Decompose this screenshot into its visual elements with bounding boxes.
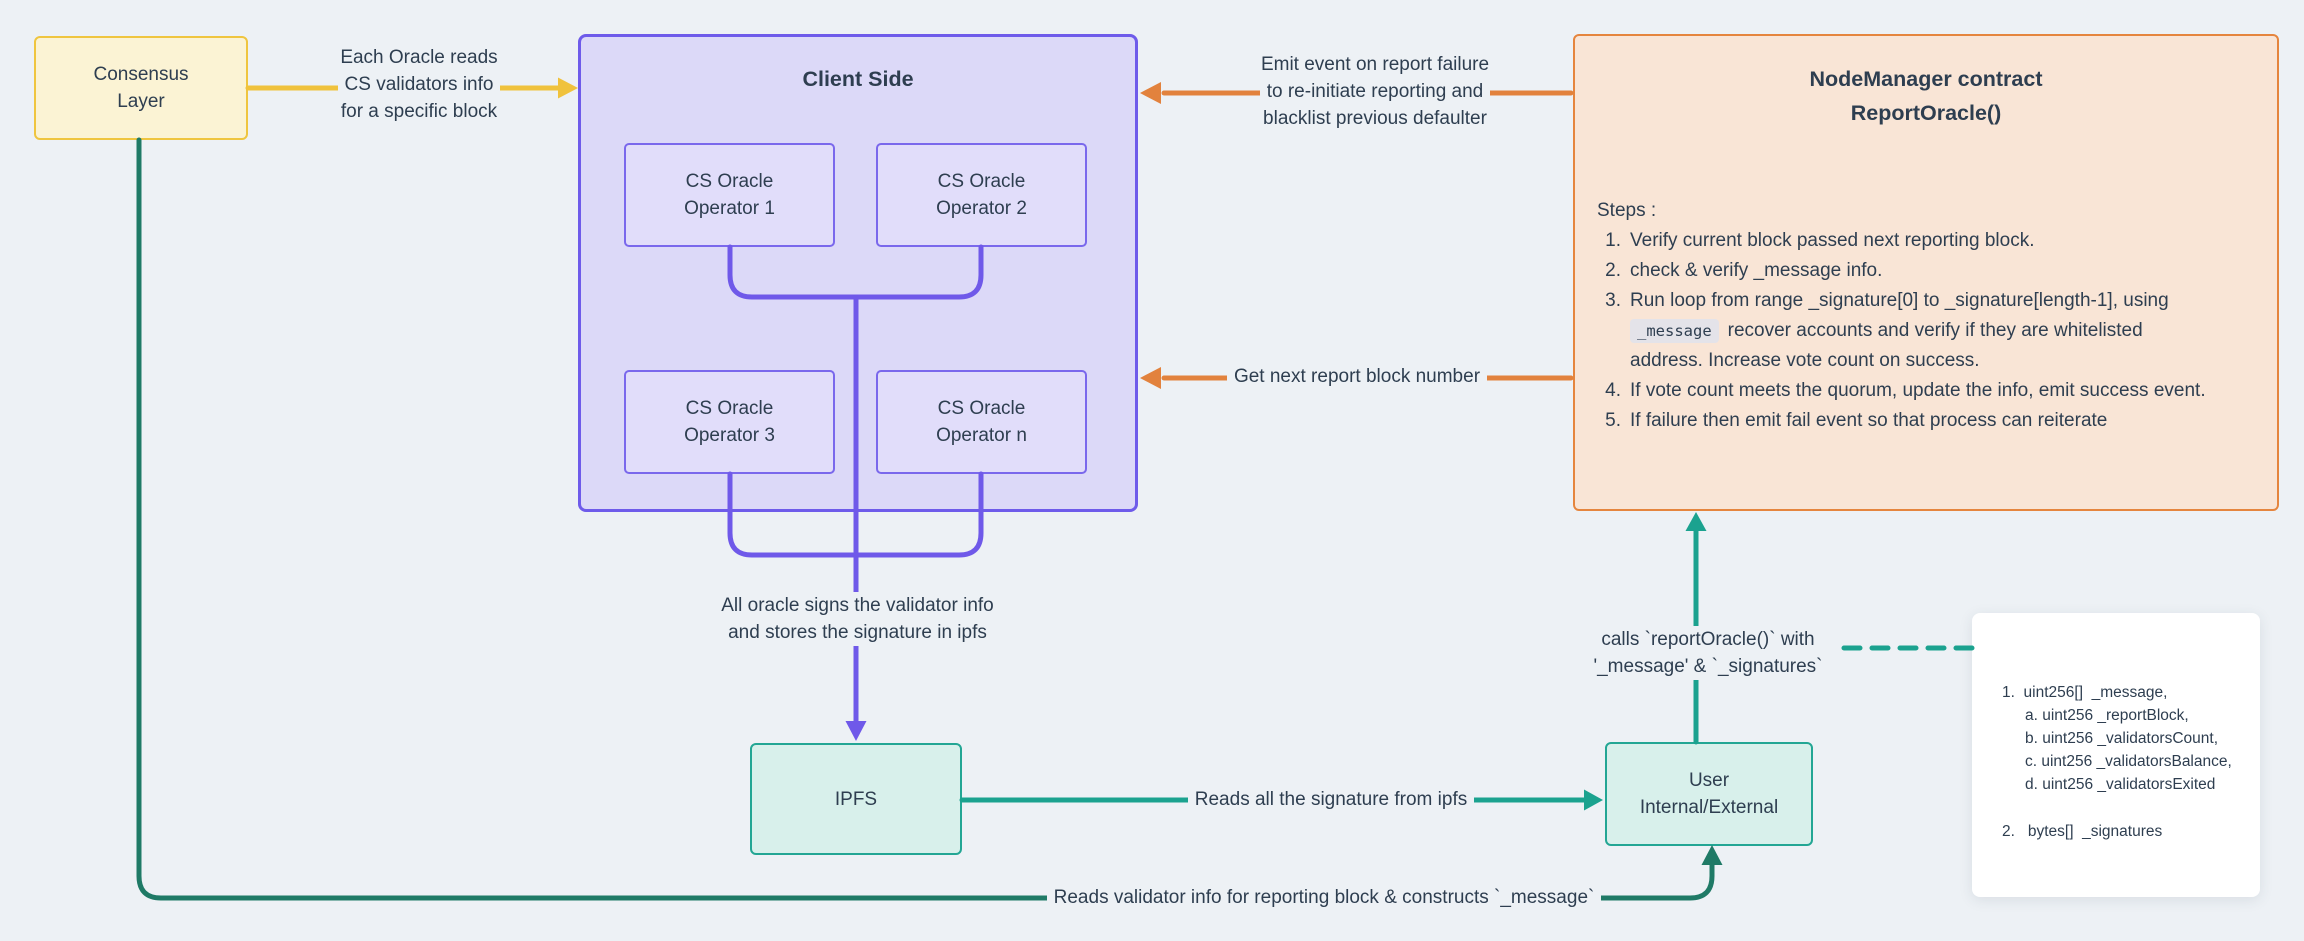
connector-operator-n	[853, 471, 984, 558]
consensus-edge-line1: Each Oracle reads	[333, 44, 505, 71]
edge-label-calls-reportoracle: calls `reportOracle()` with '_message' &…	[1574, 626, 1842, 680]
step-2-number: 2.	[1605, 260, 1621, 281]
arrowhead-ipfs-to-user	[1584, 789, 1603, 811]
operator-n-line2: Operator n	[936, 425, 1027, 446]
client-side-title: Client Side	[802, 67, 914, 91]
edge-label-reads-validator-info: Reads validator info for reporting block…	[1030, 884, 1618, 911]
step-3-text-line1: Run loop from range _signature[0] to _si…	[1630, 290, 2169, 311]
emit-event-line3: blacklist previous defaulter	[1256, 105, 1494, 132]
calls-reportoracle-line1: calls `reportOracle()` with	[1594, 626, 1822, 653]
client-side-box: Client Side CS Oracle Operator 1 CS Orac…	[578, 34, 1138, 512]
param-sub-b: b. uint256 _validatorsCount,	[2025, 730, 2219, 747]
cs-oracle-operator-2-box: CS Oracle Operator 2	[876, 143, 1087, 247]
steps-heading: Steps :	[1597, 200, 1657, 221]
param-sub-c: c. uint256 _validatorsBalance,	[2025, 753, 2232, 770]
emit-event-line1: Emit event on report failure	[1253, 51, 1497, 78]
user-label-line2: Internal/External	[1639, 797, 1779, 818]
operator-1-line1: CS Oracle	[685, 171, 774, 192]
param-item-1: 1. uint256[] _message,	[2002, 684, 2168, 701]
consensus-layer-label-line2: Layer	[117, 91, 165, 112]
arrowhead-consensus-to-user	[1701, 845, 1723, 865]
operator-n-line1: CS Oracle	[937, 398, 1026, 419]
connector-operator1	[727, 244, 859, 300]
operator-2-line2: Operator 2	[936, 198, 1027, 219]
edge-label-oracle-signs: All oracle signs the validator info and …	[700, 592, 1015, 646]
edge-label-consensus-to-client: Each Oracle reads CS validators info for…	[283, 44, 555, 125]
nodemanager-steps: Steps : 1. Verify current block passed n…	[1597, 196, 2257, 436]
oracle-signs-line1: All oracle signs the validator info	[714, 592, 1001, 619]
step-4: 4. If vote count meets the quorum, updat…	[1597, 376, 2257, 406]
cs-oracle-operator-3-box: CS Oracle Operator 3	[624, 370, 835, 474]
param-sub-a: a. uint256 _reportBlock,	[2025, 707, 2189, 724]
edge-label-get-next-block: Get next report block number	[1212, 363, 1502, 390]
nodemanager-title: NodeManager contract ReportOracle()	[1575, 62, 2277, 130]
user-label-line1: User	[1688, 770, 1730, 791]
step-5-text: If failure then emit fail event so that …	[1630, 410, 2108, 431]
connector-operator2	[853, 244, 984, 300]
arrowhead-client-to-ipfs	[845, 721, 867, 741]
operator-3-line2: Operator 3	[684, 425, 775, 446]
arrowhead-get-next-block	[1140, 367, 1161, 389]
get-next-block-text: Get next report block number	[1226, 363, 1488, 390]
arrow-consensus-to-user	[136, 137, 1715, 901]
ipfs-label: IPFS	[834, 788, 878, 810]
operator-1-line2: Operator 1	[684, 198, 775, 219]
cs-oracle-operator-n-box: CS Oracle Operator n	[876, 370, 1087, 474]
connector-operator3	[727, 471, 859, 558]
step-5-number: 5.	[1605, 410, 1621, 431]
step-4-text: If vote count meets the quorum, update t…	[1630, 380, 2206, 401]
user-box: User Internal/External	[1605, 742, 1813, 846]
operator-2-line1: CS Oracle	[937, 171, 1026, 192]
message-code-chip: _message	[1630, 319, 1719, 343]
param-item-2: 2. bytes[] _signatures	[2002, 823, 2163, 840]
step-1-number: 1.	[1605, 230, 1621, 251]
step-3: 3. Run loop from range _signature[0] to …	[1597, 286, 2257, 316]
step-1: 1. Verify current block passed next repo…	[1597, 226, 2257, 256]
step-1-text: Verify current block passed next reporti…	[1630, 230, 2035, 251]
consensus-edge-line3: for a specific block	[333, 98, 505, 125]
step-2: 2. check & verify _message info.	[1597, 256, 2257, 286]
arrowhead-emit-event	[1140, 82, 1161, 104]
reads-validator-info-text: Reads validator info for reporting block…	[1046, 884, 1602, 911]
emit-event-line2: to re-initiate reporting and	[1259, 78, 1491, 105]
edge-label-emit-event: Emit event on report failure to re-initi…	[1190, 51, 1560, 132]
cs-oracle-operator-1-box: CS Oracle Operator 1	[624, 143, 835, 247]
oracle-signs-line2: and stores the signature in ipfs	[721, 619, 994, 646]
nodemanager-contract-box: NodeManager contract ReportOracle() Step…	[1573, 34, 2279, 511]
ipfs-box: IPFS	[750, 743, 962, 855]
step-2-text: check & verify _message info.	[1630, 260, 1883, 281]
step-3-continuation-1: _message recover accounts and verify if …	[1597, 316, 2257, 346]
step-5: 5. If failure then emit fail event so th…	[1597, 406, 2257, 436]
step-3-number: 3.	[1605, 290, 1621, 311]
step-4-number: 4.	[1605, 380, 1621, 401]
step-3-text-line3: address. Increase vote count on success.	[1630, 350, 1980, 371]
params-card: 1. uint256[] _message, a. uint256 _repor…	[1972, 613, 2260, 897]
nodemanager-title-line2: ReportOracle()	[1850, 101, 2002, 125]
operator-3-line1: CS Oracle	[685, 398, 774, 419]
step-3-continuation-2: address. Increase vote count on success.	[1597, 346, 2257, 376]
step-3-text-line2: recover accounts and verify if they are …	[1727, 320, 2143, 341]
params-card-content: 1. uint256[] _message, a. uint256 _repor…	[1972, 613, 2260, 843]
arrowhead-consensus-to-client	[558, 77, 578, 99]
edge-label-reads-signature: Reads all the signature from ipfs	[1172, 786, 1490, 813]
calls-reportoracle-line2: '_message' & `_signatures`	[1586, 653, 1830, 680]
consensus-layer-label-line1: Consensus	[93, 64, 189, 85]
reads-signature-text: Reads all the signature from ipfs	[1187, 786, 1475, 813]
param-sub-d: d. uint256 _validatorsExited	[2025, 776, 2216, 793]
consensus-edge-line2: CS validators info	[337, 71, 501, 98]
nodemanager-title-line1: NodeManager contract	[1809, 67, 2043, 91]
arrowhead-user-to-nodemanager	[1685, 512, 1707, 531]
